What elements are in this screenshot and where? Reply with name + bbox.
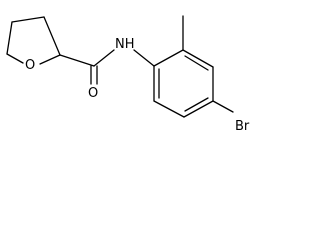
bond-ar-c1-c2 (153, 49, 184, 67)
structure-diagram: O O NH Br (6, 15, 250, 134)
bond-ring-o-c2 (39, 54, 61, 65)
bond-carbonyl-c-n (93, 49, 115, 67)
amide-group (59, 49, 155, 85)
bond-ring-c4-c5 (6, 21, 13, 55)
bond-c-br (212, 100, 234, 113)
bond-ring-c3-c4 (11, 16, 45, 23)
bond-n-aryl (133, 49, 155, 67)
atom-label-ring-oxygen: O (25, 58, 35, 73)
benzene-ring (153, 49, 214, 118)
molecule-canvas: O O NH Br (0, 0, 278, 136)
bond-ar-c2-c3 (182, 49, 214, 68)
atom-label-carbonyl-oxygen: O (88, 86, 98, 101)
bond-ar-inner-2 (184, 55, 209, 71)
atom-label-bromine: Br (235, 119, 250, 134)
atom-label-amide-nitrogen: NH (115, 37, 135, 52)
bond-ring-c5-o (6, 53, 24, 64)
tetrahydrofuran-ring (6, 16, 61, 65)
bond-ar-c4-c5 (183, 100, 214, 118)
bond-c2-carbonyl-c (59, 54, 95, 67)
bond-ar-inner-3 (184, 97, 209, 112)
bond-ring-c2-c3 (43, 16, 61, 56)
bond-ar-c5-c6 (153, 100, 185, 118)
